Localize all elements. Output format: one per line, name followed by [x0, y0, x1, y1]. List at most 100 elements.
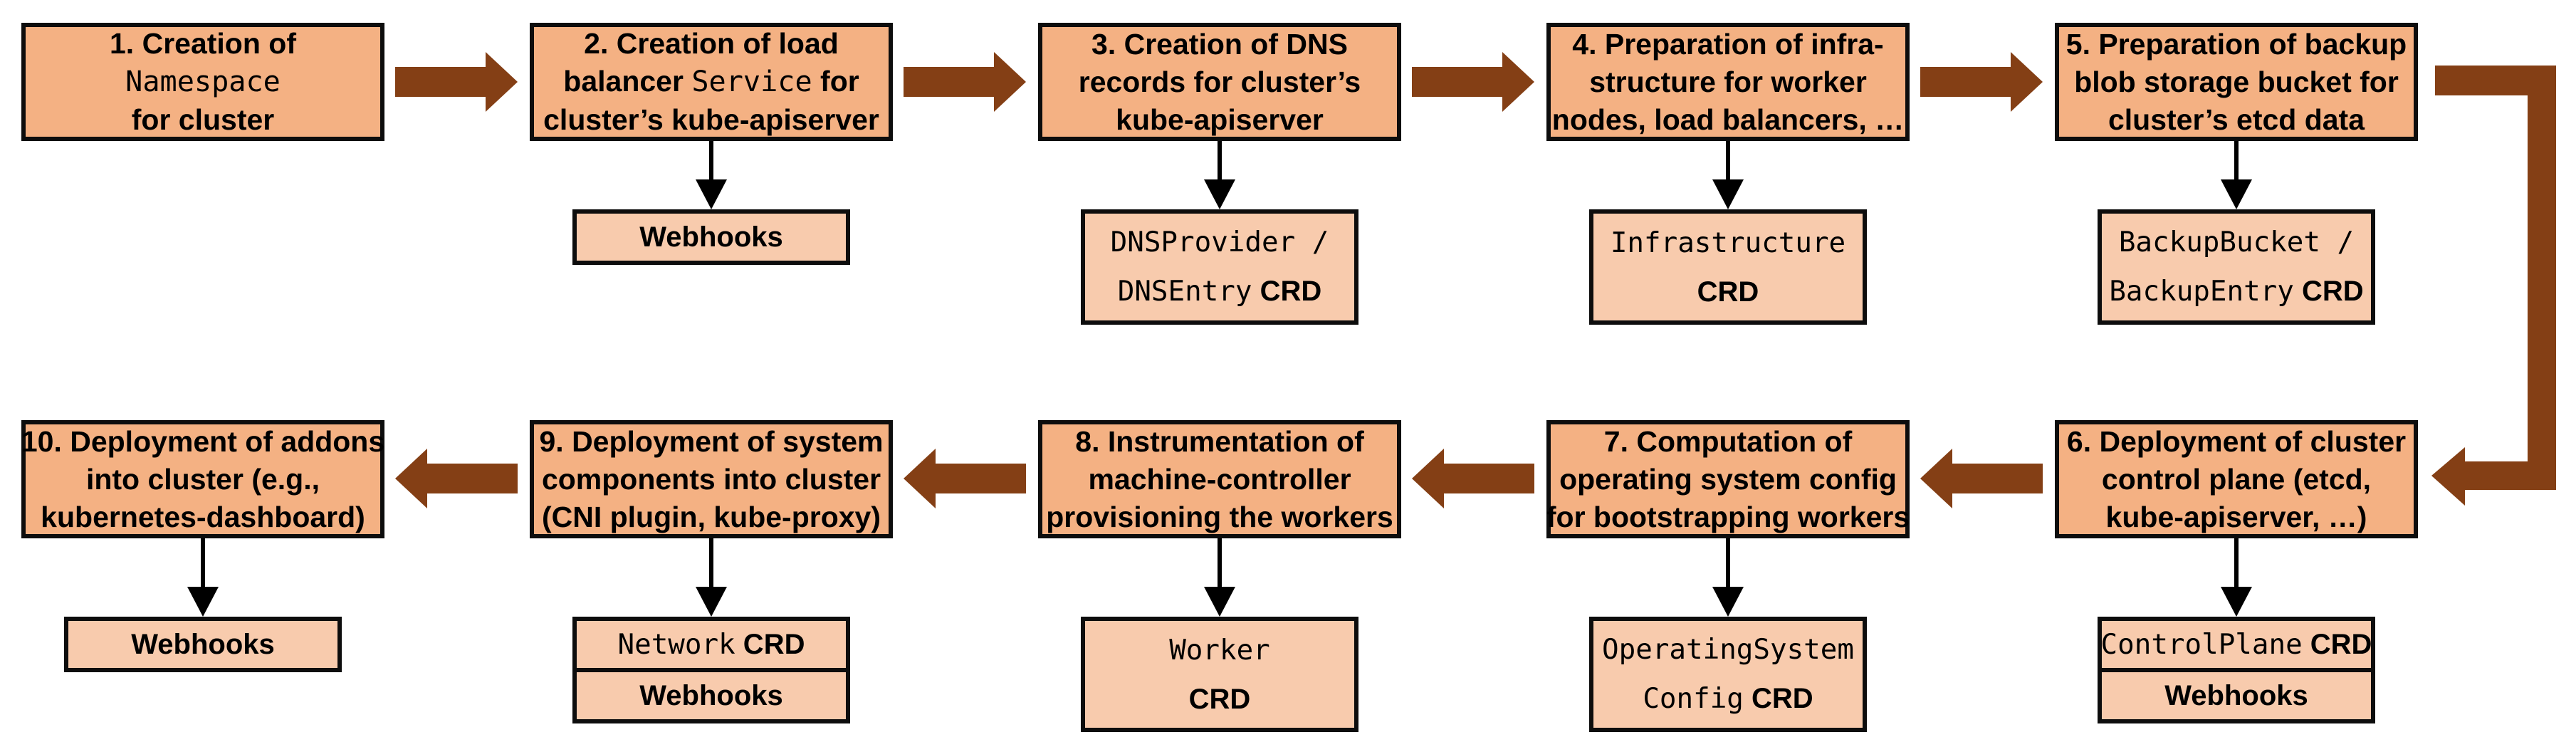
code-text-segment: Namespace: [125, 66, 281, 98]
label-text-segment: components into cluster: [541, 462, 881, 496]
label-text-segment: 9. Deployment of system: [539, 424, 884, 458]
arrow-shape: [904, 52, 1026, 112]
label-text-segment: for bootstrapping workers: [1546, 500, 1910, 533]
step-8-box: 8. Instrumentation of machine-controller p…: [1038, 420, 1401, 538]
label-text-segment: Webhooks: [639, 680, 783, 711]
arrow-shape: [709, 141, 713, 181]
flow-arrow-2-3-icon: [904, 52, 1026, 112]
step-1-line-1: 1. Creation of: [110, 25, 296, 63]
arrow-shape: [395, 449, 518, 508]
step-1-line-2: Namespace: [125, 63, 281, 101]
label-text-segment: kubernetes-dashboard): [41, 500, 365, 533]
step-2-line-1: 2. Creation of load: [584, 25, 839, 63]
step-10-line-2: into cluster (e.g.,: [86, 461, 320, 498]
step-3-line-1: 3. Creation of DNS: [1091, 26, 1348, 63]
flow-arrow-3-4-icon: [1412, 52, 1534, 112]
arrow-shape: [1218, 141, 1222, 181]
label-text-segment: 7. Computation of: [1603, 424, 1853, 458]
label-text-segment: kube-apiserver, …): [2105, 500, 2367, 533]
step-3-sub-1-line-2: DNSEntry CRD: [1118, 267, 1322, 316]
label-text-segment: structure for worker: [1589, 65, 1867, 98]
step-4-sub-1-line-2: CRD: [1697, 268, 1759, 316]
step-4-sub-1-line-1: Infrastructure: [1611, 219, 1845, 268]
code-text-segment: ControlPlane: [2100, 628, 2303, 661]
step-1-line-3: for cluster: [132, 101, 275, 139]
arrow-shape: [1712, 179, 1744, 209]
code-text-segment: BackupEntry: [2109, 276, 2294, 308]
step-5-sub-1-line-1: BackupBucket /: [2119, 218, 2354, 267]
child-arrow-icon: [1712, 538, 1744, 617]
code-text-segment: Config: [1643, 683, 1744, 715]
code-text-segment: DNSEntry: [1117, 276, 1252, 308]
label-text-segment: 5. Preparation of backup: [2065, 27, 2407, 61]
step-9-line-2: components into cluster: [542, 461, 881, 498]
step-10-sub-box-1: Webhooks: [64, 617, 342, 672]
flow-arrow-8-8-icon: [1412, 449, 1534, 508]
label-text-segment: records for cluster’s: [1078, 65, 1361, 98]
label-text-segment: for: [812, 65, 859, 98]
arrow-shape: [1920, 52, 2043, 112]
label-text-segment: 2. Creation of load: [584, 27, 839, 60]
code-text-segment: Worker: [1169, 634, 1270, 667]
label-text-segment: 4. Preparation of infra-: [1572, 27, 1884, 61]
step-7-line-1: 7. Computation of: [1604, 423, 1852, 461]
step-5-line-1: 5. Preparation of backup: [2066, 26, 2407, 63]
step-5-sub-box-1: BackupBucket / BackupEntry CRD: [2098, 209, 2375, 325]
step-10-line-3: kubernetes-dashboard): [41, 498, 365, 536]
label-text-segment: CRD: [2302, 628, 2372, 660]
code-text-segment: DNSProvider /: [1110, 226, 1329, 258]
label-text-segment: blob storage bucket for: [2074, 65, 2399, 98]
code-text-segment: Infrastructure: [1610, 226, 1846, 259]
label-text-segment: 6. Deployment of cluster: [2066, 424, 2407, 458]
label-text-segment: cluster’s kube-apiserver: [543, 103, 879, 136]
child-arrow-icon: [1204, 538, 1235, 617]
label-text-segment: 8. Instrumentation of: [1075, 424, 1364, 458]
label-text-segment: CRD: [2293, 276, 2364, 307]
step-6-sub-1-line-1: ControlPlane CRD: [2101, 620, 2372, 669]
arrow-shape: [201, 538, 205, 588]
arrow-shape: [1412, 449, 1534, 508]
label-text-segment: 3. Creation of DNS: [1091, 27, 1348, 61]
flow-arrow-4-5-icon: [1920, 52, 2043, 112]
step-4-line-2: structure for worker: [1589, 63, 1867, 101]
flow-arrow-9-9-icon: [904, 449, 1026, 508]
label-text-segment: Webhooks: [639, 221, 783, 253]
arrow-shape: [1204, 179, 1235, 209]
arrow-shape: [187, 587, 219, 617]
arrow-shape: [1712, 587, 1744, 617]
step-4-box: 4. Preparation of infra-structure for wo…: [1546, 23, 1910, 141]
label-text-segment: CRD: [735, 628, 805, 660]
label-text-segment: provisioning the workers: [1046, 500, 1393, 533]
label-text-segment: balancer: [563, 65, 692, 98]
arrow-shape: [2221, 587, 2252, 617]
arrow-shape: [696, 179, 727, 209]
label-text-segment: nodes, load balancers, …: [1551, 103, 1905, 136]
label-text-segment: Webhooks: [131, 629, 275, 660]
arrow-shape: [2221, 179, 2252, 209]
step-3-line-2: records for cluster’s: [1079, 63, 1361, 101]
label-text-segment: CRD: [1188, 683, 1251, 715]
flow-arrow-1-2-icon: [395, 52, 518, 112]
child-arrow-icon: [2221, 538, 2252, 617]
step-2-line-3: cluster’s kube-apiserver: [543, 101, 879, 139]
arrow-shape: [1218, 538, 1222, 588]
step-8-line-1: 8. Instrumentation of: [1075, 423, 1363, 461]
step-4-line-3: nodes, load balancers, …: [1552, 101, 1904, 139]
child-arrow-icon: [696, 538, 727, 617]
arrow-shape: [1726, 538, 1730, 588]
arrow-shape: [2234, 141, 2239, 181]
arrow-shape: [395, 52, 518, 112]
step-8-sub-1-line-2: CRD: [1189, 675, 1251, 723]
step-9-sub-1-line-1: Network CRD: [618, 620, 805, 669]
label-text-segment: machine-controller: [1088, 462, 1351, 496]
step-6-line-1: 6. Deployment of cluster: [2067, 423, 2406, 461]
label-text-segment: 10. Deployment of addons: [21, 424, 385, 458]
step-7-line-2: operating system config: [1559, 461, 1897, 498]
step-3-sub-1-line-1: DNSProvider /: [1111, 218, 1329, 267]
